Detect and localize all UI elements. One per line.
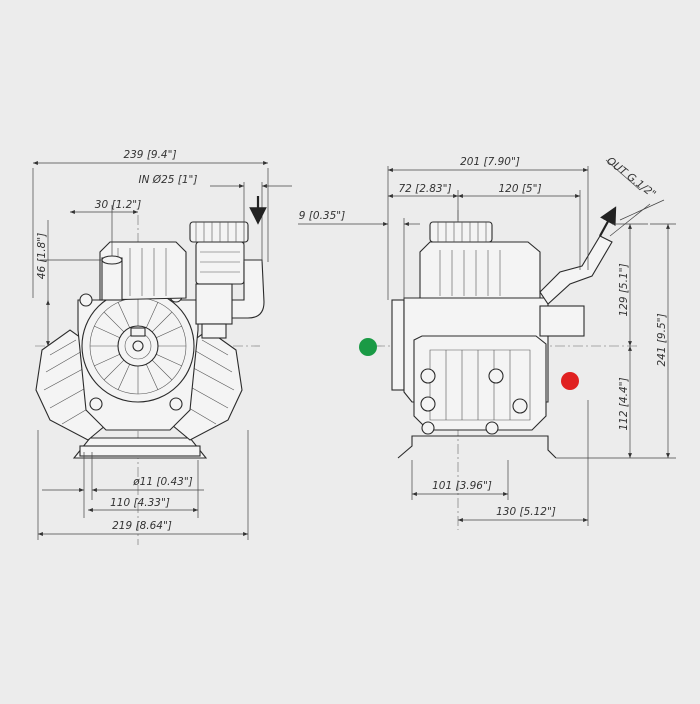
front-manifold-block <box>195 283 233 325</box>
dim-total-height: 241 [9.5"] <box>656 313 668 366</box>
side-bolt-1 <box>420 368 436 384</box>
outlet-flow-arrow-icon <box>599 206 617 237</box>
front-bolt-top-left <box>79 293 93 307</box>
side-base-foot <box>397 435 557 459</box>
outlet-indicator-dot <box>561 372 579 390</box>
dim-out-leader-1 <box>605 159 641 191</box>
dim-top-width: 30 [1.2"] <box>95 199 141 211</box>
front-inlet-opening <box>101 255 123 265</box>
dim-lower-height: 112 [4.4"] <box>618 377 630 430</box>
side-bracket-inner <box>429 349 531 421</box>
front-regulator-body <box>195 241 245 285</box>
dim-foot-depth: 130 [5.12"] <box>496 506 556 518</box>
side-foot-bolt-right <box>485 421 499 435</box>
dim-overall-depth: 201 [7.90"] <box>460 156 520 168</box>
dim-base-hole-spacing: 110 [4.33"] <box>110 497 170 509</box>
dim-foot-spacing: 101 [3.96"] <box>432 480 492 492</box>
front-bolt-bottom-left <box>89 397 103 411</box>
front-shaft <box>132 340 144 352</box>
inlet-indicator-dot <box>359 338 377 356</box>
dim-flange-gap: 9 [0.35"] <box>299 210 345 222</box>
dim-upper-height: 129 [5.1"] <box>618 263 630 316</box>
side-housing-ribs <box>439 250 501 296</box>
side-view: 201 [7.90"] OUT G.1/2" 72 [2.83"] 120 [5… <box>298 155 676 530</box>
side-outlet-pipe <box>539 235 613 305</box>
dim-outlet-thread: OUT G.1/2" <box>604 155 658 201</box>
side-foot-bolt-left <box>421 421 435 435</box>
dim-hole-diameter: ø11 [0.43"] <box>132 476 193 488</box>
side-mount-flange <box>391 299 405 391</box>
side-bracket-ribs <box>445 350 511 420</box>
front-regulator-cap <box>189 221 249 243</box>
front-shaft-key <box>130 327 146 337</box>
front-cap-knurl <box>195 222 237 242</box>
dim-height-offset: 46 [1.8"] <box>36 233 48 279</box>
dim-inlet-diameter: IN Ø25 [1"] <box>139 174 198 186</box>
side-bolt-4 <box>512 398 528 414</box>
side-manifold <box>539 305 585 337</box>
dim-out-leader-3 <box>609 203 651 237</box>
dim-base-width: 219 [8.64"] <box>112 520 172 532</box>
front-regulator-ribs <box>200 251 240 273</box>
side-regulator-cap <box>429 221 493 243</box>
front-base-plate <box>79 445 201 457</box>
side-bolt-2 <box>420 396 436 412</box>
side-upper-housing <box>419 241 541 299</box>
dim-offset-left: 72 [2.83"] <box>398 183 451 195</box>
front-bolt-bottom-right <box>169 397 183 411</box>
front-manifold-nut <box>201 323 227 339</box>
front-right-head-ribs <box>171 339 235 425</box>
side-bolt-3 <box>488 368 504 384</box>
front-shaft-hub <box>117 325 159 367</box>
side-cap-knurl <box>437 222 487 242</box>
front-view: 239 [9.4"] IN Ø25 [1"] 30 [1.2"] 46 [1.8… <box>32 149 292 545</box>
front-left-head-ribs <box>43 339 107 425</box>
dim-overall-width: 239 [9.4"] <box>123 149 176 161</box>
dim-outlet-offset: 120 [5"] <box>498 183 541 195</box>
